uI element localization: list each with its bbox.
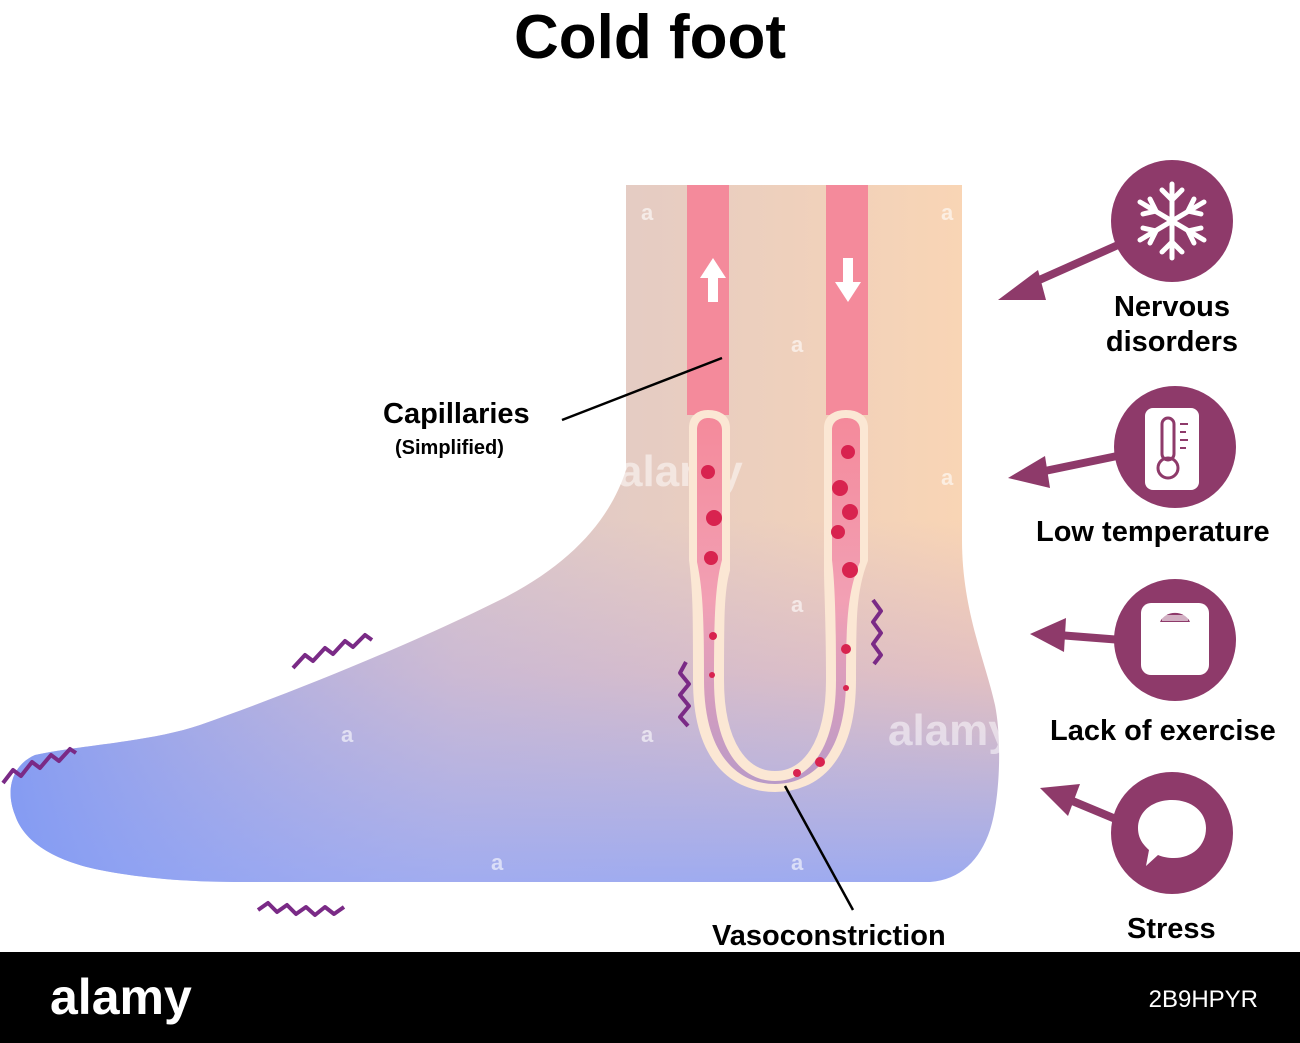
shiver-lines [1,598,883,917]
blood-cell [815,757,825,767]
watermark-mark: a [791,592,804,617]
watermark-image-id: 2B9HPYR [1148,986,1258,1013]
cause-scale [1030,579,1236,701]
watermark-mark: a [791,332,804,357]
pointer-arrow [1057,631,1123,644]
cause-label-line: disorders [1105,326,1239,358]
blood-cell [709,632,717,640]
blood-cell [701,465,715,479]
watermark-mark: a [63,722,76,747]
shiver-mark [871,598,883,666]
blood-cell [842,562,858,578]
shiver-mark [678,661,691,728]
pointer-arrow [1068,796,1120,824]
arrow-down-icon [835,258,861,302]
pointer-arrow [1039,451,1123,476]
watermark-mark: a [941,465,954,490]
cause-label-line: Nervous [1113,291,1231,323]
blood-cells [701,445,858,777]
vasoconstriction-leader [783,785,855,911]
watermark-mark: a [641,722,654,747]
shiver-mark [291,633,374,670]
watermark-brand: alamy [888,706,1013,755]
cause-speech [1040,772,1233,894]
capillaries-label: Capillaries [383,398,530,430]
blood-cell [841,644,851,654]
blood-cell [841,445,855,459]
cause-snowflake [998,160,1233,300]
blood-cell [843,685,849,691]
pointer-arrowhead [1008,456,1050,488]
watermark-mark: a [341,722,354,747]
bathroom-scale-icon [1141,603,1209,675]
arrow-up-icon [700,258,726,302]
cause-label-stress: Stress [1127,913,1216,945]
cause-thermometer [1008,386,1236,508]
foot-cold-overlay [10,185,1000,882]
blood-cell [709,672,715,678]
shiver-mark [1,747,78,785]
cause-label-exercise: Lack of exercise [1050,715,1276,747]
speech-bubble-icon [1138,800,1206,866]
watermark-mark: a [491,850,504,875]
blood-cell [831,525,845,539]
shiver-mark [256,901,346,917]
watermark-footer: alamy 2B9HPYR [0,952,1300,1043]
vasoconstriction-label: Vasoconstriction [712,920,946,952]
watermark-logo: alamy [50,969,192,1025]
blood-cell [706,510,722,526]
thermometer-icon [1145,408,1199,490]
watermark-mark: a [641,200,654,225]
pointer-arrowhead [1040,784,1080,816]
watermark-mark: a [791,850,804,875]
pointer-arrowhead [998,270,1046,300]
blood-cell [832,480,848,496]
cause-label-nervous: Nervous disorders [1072,290,1272,360]
snowflake-icon [1137,181,1207,261]
blood-cell [842,504,858,520]
blood-cell [704,551,718,565]
watermark-mark: a [941,200,954,225]
cause-label-temperature: Low temperature [1036,516,1270,548]
capillaries-leader [561,356,723,422]
diagram-title: Cold foot [513,3,786,72]
capillaries-sublabel: (Simplified) [395,437,504,459]
pointer-arrowhead [1030,618,1066,652]
pointer-arrow [1026,241,1120,289]
blood-cell [793,769,801,777]
